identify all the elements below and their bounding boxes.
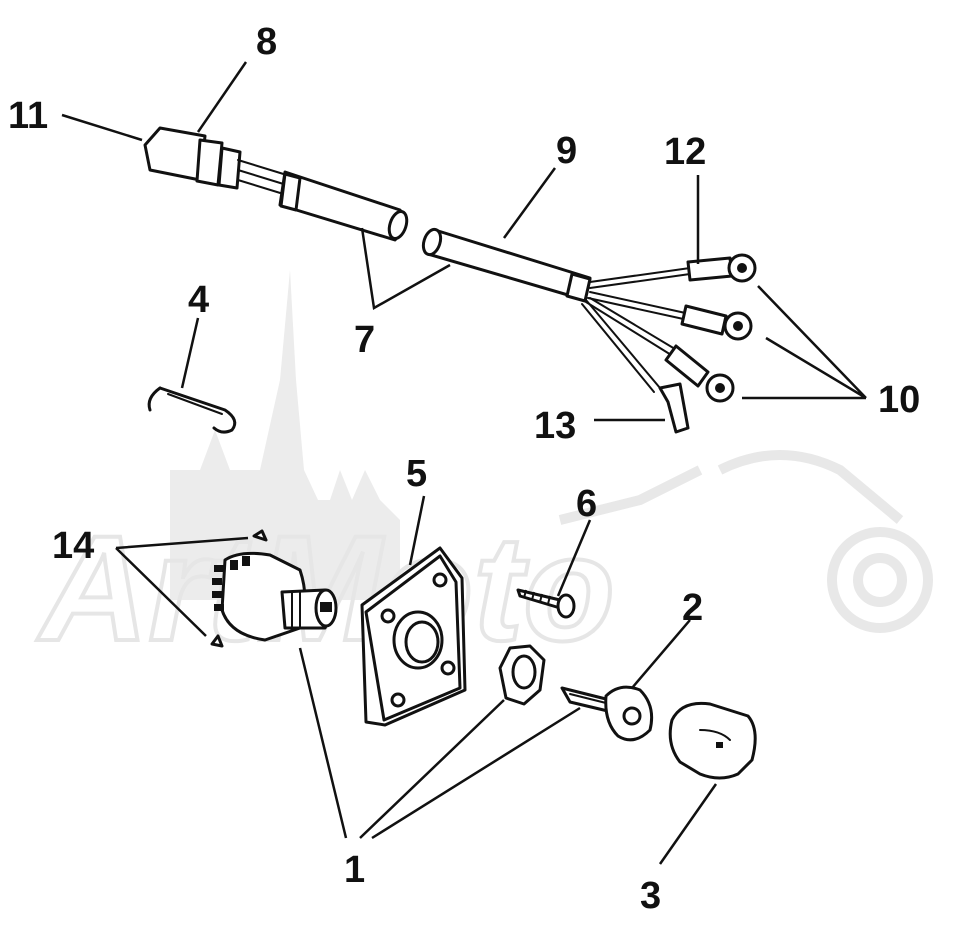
callout-3: 3: [640, 875, 661, 917]
wire-clip: [147, 386, 237, 434]
callout-11: 11: [8, 95, 48, 137]
callout-8: 8: [256, 21, 277, 63]
callout-4: 4: [188, 279, 209, 321]
switch-rivets: [210, 529, 268, 648]
callout-13: 13: [534, 405, 576, 447]
watermark-text: ArtMoto: [36, 504, 615, 672]
watermark-logo: ArtMoto: [34, 270, 933, 674]
hex-nut: [498, 644, 546, 706]
wire-leads: [581, 253, 757, 434]
callout-5: 5: [406, 453, 427, 495]
ignition-switch: [212, 551, 338, 642]
lower-wire-sheath: [421, 227, 592, 303]
screw: [516, 588, 576, 619]
callout-6: 6: [576, 483, 597, 525]
callout-7: 7: [354, 319, 375, 361]
callout-1: 1: [344, 849, 365, 891]
callout-14: 14: [52, 525, 94, 567]
mounting-plate: [360, 546, 467, 727]
callout-9: 9: [556, 130, 577, 172]
key-boot: [668, 701, 757, 780]
leader-lines: [61, 61, 867, 865]
callout-2: 2: [682, 587, 703, 629]
connector-plug: [143, 126, 291, 197]
callout-12: 12: [664, 131, 706, 173]
callout-labels: 11 8 7 9 12 10 13 4 5 6 14 2 1 3: [8, 21, 920, 917]
callout-10: 10: [878, 379, 920, 421]
ignition-key: [560, 685, 654, 742]
upper-wire-sheath: [278, 170, 409, 242]
